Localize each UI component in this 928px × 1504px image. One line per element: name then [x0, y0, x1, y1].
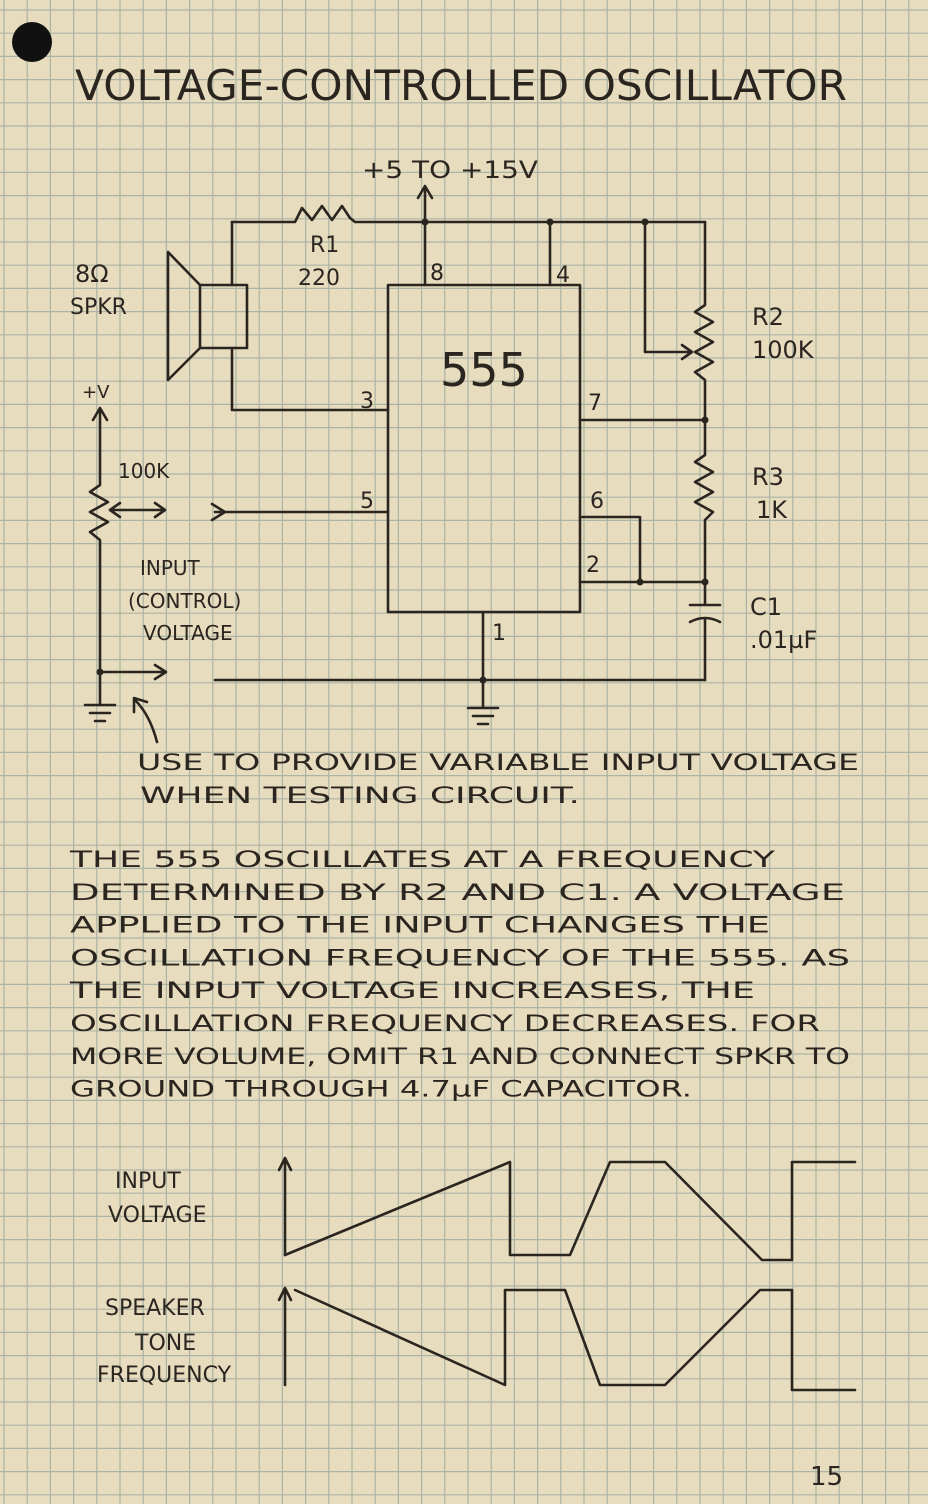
c1-capacitor: [578, 515, 722, 682]
input-voltage-wave: [283, 1160, 857, 1262]
input-ground: [83, 663, 168, 723]
pointer-arrow: [132, 696, 159, 744]
description: THE 555 OSCILLATES AT A FREQUENCY DETERMI…: [68, 848, 850, 1103]
r2-resistor: [693, 220, 715, 422]
input-wave-label-1: INPUT: [115, 1169, 181, 1194]
r3-name: R3: [752, 463, 784, 491]
input-label-3: VOLTAGE: [143, 621, 233, 645]
waveform-diagram: INPUT VOLTAGE SPEAKER TONE FREQUENCY: [97, 1156, 857, 1392]
ic-555: [386, 283, 582, 614]
description-line: THE 555 OSCILLATES AT A FREQUENCY: [68, 848, 776, 873]
r3-value: 1K: [756, 496, 788, 524]
binder-hole: [12, 22, 52, 62]
pin-6: 6: [590, 489, 604, 514]
speaker-wire: [230, 220, 390, 412]
input-axis: [277, 1156, 293, 1257]
tone-wave-label-1: SPEAKER: [105, 1296, 205, 1321]
description-line: APPLIED TO THE INPUT CHANGES THE: [70, 914, 770, 939]
supply-label: +5 TO +15V: [362, 156, 539, 184]
description-line: OSCILLATION FREQUENCY DECREASES. FOR: [70, 1012, 820, 1037]
tone-wave-label-2: TONE: [134, 1331, 196, 1356]
c1-value: .01µF: [750, 626, 817, 654]
note-line-1: USE TO PROVIDE VARIABLE INPUT VOLTAGE: [137, 751, 859, 776]
tone-wave-label-3: FREQUENCY: [97, 1363, 232, 1388]
pin-5: 5: [360, 489, 374, 514]
description-line: DETERMINED BY R2 AND C1. A VOLTAGE: [70, 881, 845, 906]
r1-value: 220: [298, 266, 340, 291]
pot-wiper-arrow: [108, 501, 167, 519]
speaker-label: SPKR: [70, 295, 127, 320]
schematic: +5 TO +15V R1 220 8Ω SPKR 555 8 4 3 7 5 …: [70, 156, 817, 744]
speaker-ohms: 8Ω: [75, 260, 109, 288]
pin-1: 1: [492, 621, 506, 646]
pin-3: 3: [360, 389, 374, 414]
tone-axis: [277, 1286, 293, 1387]
input-potentiometer: [88, 406, 110, 707]
tone-frequency-wave: [293, 1288, 857, 1392]
control-input-wire: [210, 502, 390, 522]
r3-resistor: [578, 418, 715, 584]
ground-rail: [213, 610, 707, 726]
description-line: GROUND THROUGH 4.7µF CAPACITOR.: [70, 1078, 692, 1103]
pin-7: 7: [588, 391, 602, 416]
page-number: 15: [810, 1462, 843, 1492]
pins-8-4: [423, 220, 552, 287]
ic-label: 555: [440, 343, 528, 397]
pin-8: 8: [430, 261, 444, 286]
supply-arrow: [416, 184, 434, 224]
description-line: THE INPUT VOLTAGE INCREASES, THE: [68, 979, 755, 1004]
description-line: OSCILLATION FREQUENCY OF THE 555. AS: [70, 946, 850, 971]
input-label-2: (CONTROL): [128, 589, 241, 613]
note-line-2: WHEN TESTING CIRCUIT.: [140, 784, 580, 809]
r2-name: R2: [752, 303, 784, 331]
input-label-1: INPUT: [140, 556, 201, 580]
r2-wiper: [643, 220, 694, 361]
page-title: VOLTAGE-CONTROLLED OSCILLATOR: [75, 61, 847, 110]
pin-4: 4: [556, 263, 570, 288]
r1-name: R1: [310, 233, 339, 258]
r2-value: 100K: [752, 336, 815, 364]
speaker-icon: [166, 250, 249, 382]
top-rail-with-r1: [230, 204, 707, 224]
plus-v-label: +V: [82, 382, 110, 403]
description-line: MORE VOLUME, OMIT R1 AND CONNECT SPKR TO: [70, 1045, 850, 1070]
pin-2: 2: [586, 553, 600, 578]
input-wave-label-2: VOLTAGE: [108, 1203, 207, 1228]
pot-value: 100K: [118, 459, 170, 483]
c1-name: C1: [750, 593, 782, 621]
